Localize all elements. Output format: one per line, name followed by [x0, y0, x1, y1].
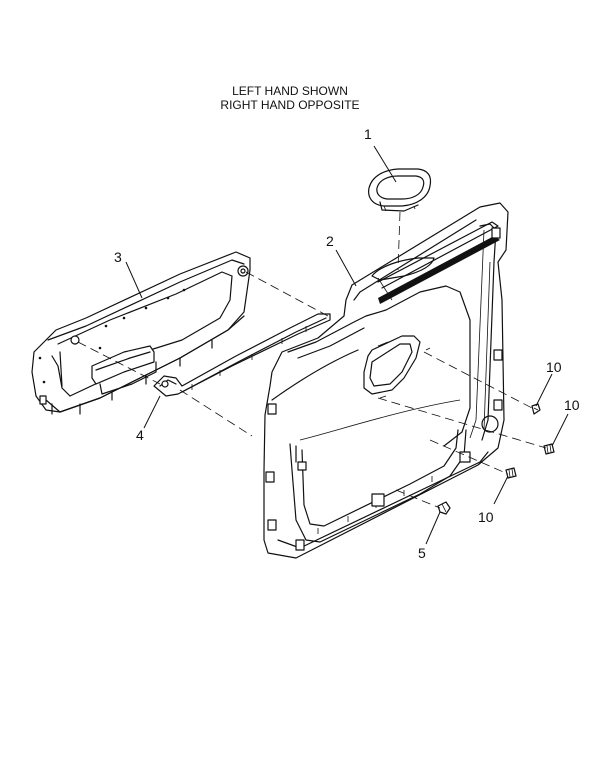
callout-10-a: 10	[546, 359, 562, 375]
note-left-hand-shown: LEFT HAND SHOWN	[232, 84, 348, 98]
leader-lines	[125, 145, 569, 545]
part-5-fastener	[437, 501, 451, 515]
callout-4: 4	[136, 427, 144, 443]
part-1-grab-handle-bezel	[368, 168, 432, 212]
alignment-lines	[77, 211, 547, 509]
part-2-door-trim-panel	[263, 202, 509, 559]
part-3-armrest-trim	[31, 251, 251, 415]
part-10-clip-b	[543, 443, 555, 455]
callout-numbers: 1 2 3 4 5 10 10 10	[114, 126, 580, 561]
callout-2: 2	[326, 233, 334, 249]
note-right-hand-opposite: RIGHT HAND OPPOSITE	[220, 98, 360, 112]
part-10-clip-c	[505, 467, 517, 479]
callout-3: 3	[114, 249, 122, 265]
callout-10-c: 10	[478, 509, 494, 525]
callout-5: 5	[418, 545, 426, 561]
callout-10-b: 10	[564, 397, 580, 413]
part-10-clip-a	[531, 403, 541, 415]
callout-1: 1	[364, 126, 372, 142]
